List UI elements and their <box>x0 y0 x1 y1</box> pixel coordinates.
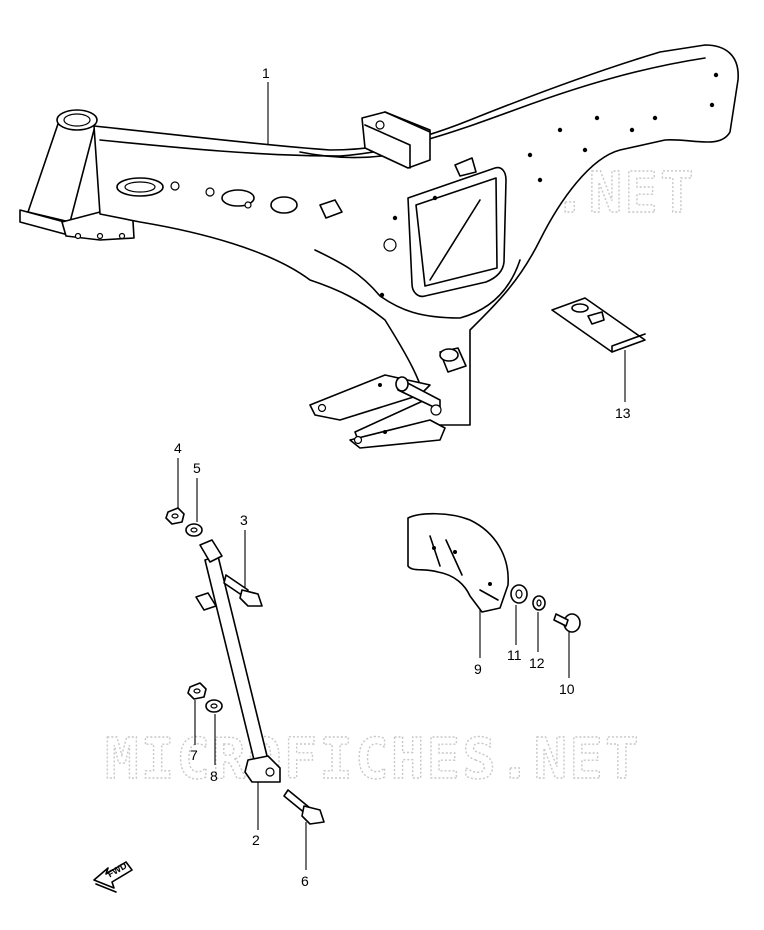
callout-9: 9 <box>474 661 482 677</box>
callout-3: 3 <box>240 512 248 528</box>
callout-5: 5 <box>193 460 201 476</box>
callout-4: 4 <box>174 440 182 456</box>
callout-labels: 1 2 3 4 5 6 7 8 9 10 11 12 13 <box>174 65 631 889</box>
main-frame <box>19 44 739 449</box>
washer-5 <box>185 523 203 537</box>
bolt-3 <box>223 574 263 607</box>
callout-12: 12 <box>529 655 545 671</box>
washer-11 <box>510 584 528 604</box>
cover-9 <box>407 512 509 613</box>
screw-10 <box>553 613 581 633</box>
callout-1: 1 <box>262 65 270 81</box>
callout-7: 7 <box>190 747 198 763</box>
bolt-6 <box>283 789 325 825</box>
callout-6: 6 <box>301 873 309 889</box>
nut-4 <box>165 507 185 525</box>
callout-11: 11 <box>507 647 522 663</box>
fwd-arrow: FWD <box>93 860 133 893</box>
callout-10: 10 <box>559 681 575 697</box>
callout-8: 8 <box>210 768 218 784</box>
nut-7 <box>187 682 207 700</box>
leader-lines <box>177 82 626 870</box>
callout-2: 2 <box>252 832 260 848</box>
washer-8 <box>205 699 223 713</box>
watermark-bottom: MICROFICHES.NET <box>105 727 641 792</box>
washer-12 <box>532 595 546 611</box>
stand-bar <box>195 539 281 783</box>
callout-13: 13 <box>615 405 631 421</box>
pad-part <box>551 297 646 353</box>
